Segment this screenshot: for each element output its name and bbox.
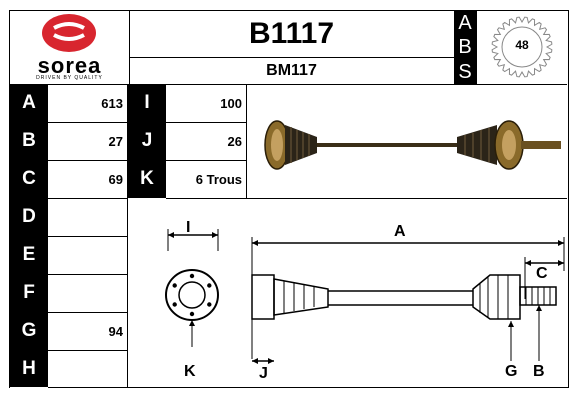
spline-count: 48 — [515, 38, 529, 52]
side-letter-s: S — [454, 60, 476, 84]
spline-gear: 48 — [476, 11, 568, 84]
dim-label-k: K — [184, 363, 196, 380]
spec-value-d — [48, 198, 127, 236]
spec-label-a: A — [10, 84, 48, 123]
spec-label-e: E — [10, 236, 48, 275]
spec-value-k: 6 Trous — [195, 171, 242, 187]
side-letter-a: A — [454, 11, 476, 35]
spec-label-i: I — [128, 84, 166, 123]
sorea-logo-icon — [42, 14, 96, 52]
brand-name: sorea — [37, 53, 102, 78]
dim-label-a: A — [394, 223, 406, 240]
spec-value-a: 613 — [101, 95, 123, 111]
spec-label-k: K — [128, 160, 166, 199]
spec-label-f: F — [10, 274, 48, 313]
spec-label-h: H — [10, 350, 48, 388]
spec-label-d: D — [10, 198, 48, 237]
spec-label-c: C — [10, 160, 48, 199]
part-number: B1117 — [248, 17, 335, 50]
brand-logo: sorea DRIVEN BY QUALITY — [10, 11, 129, 84]
spec-value-h — [48, 350, 127, 387]
reference-number: BM117 — [266, 61, 317, 79]
shaft-diagram — [165, 229, 565, 364]
photo-right-joint — [457, 120, 561, 170]
spec-value-g: 94 — [108, 323, 123, 339]
spec-value-j: 26 — [227, 133, 242, 149]
dim-label-g: G — [505, 363, 518, 380]
dim-label-b: B — [533, 363, 545, 380]
brand-tagline: DRIVEN BY QUALITY — [36, 75, 103, 81]
product-photo — [247, 85, 567, 198]
side-letter-b: B — [454, 35, 476, 60]
dim-label-j: J — [259, 365, 268, 382]
spec-label-j: J — [128, 122, 166, 161]
spec-label-g: G — [10, 312, 48, 351]
dim-label-i: I — [186, 219, 191, 236]
technical-diagram: I A C K J G B — [128, 199, 567, 387]
spec-value-i: 100 — [220, 95, 242, 111]
spec-value-c: 69 — [108, 171, 123, 187]
gear-icon — [491, 16, 553, 78]
photo-left-joint — [264, 120, 317, 170]
dim-label-c: C — [536, 265, 548, 282]
spec-value-b: 27 — [108, 133, 123, 149]
spec-label-b: B — [10, 122, 48, 161]
spec-sheet: sorea DRIVEN BY QUALITY B1117 BM117 A B … — [9, 10, 569, 388]
spec-value-f — [48, 274, 127, 312]
spec-value-e — [48, 236, 127, 274]
